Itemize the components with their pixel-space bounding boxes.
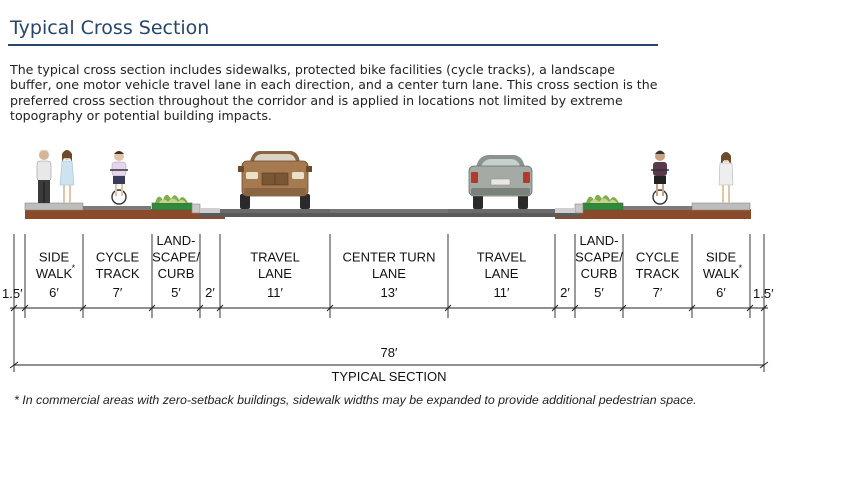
dimension-tick (21, 304, 29, 312)
sidewalk-right (691, 202, 751, 211)
segment-name-line: SIDE (706, 250, 737, 265)
total-tick-left (9, 361, 19, 369)
dimension-tick (551, 304, 559, 312)
segment-name-line: TRACK (635, 266, 679, 281)
intro-paragraph: The typical cross section includes sidew… (10, 62, 658, 124)
dimension-tick (444, 304, 452, 312)
edge-label-left: 1.5′ (2, 286, 23, 301)
segment-name-line: SCAPE/ (152, 250, 200, 265)
gutter-right (555, 208, 575, 213)
dimension-tick (196, 304, 204, 312)
cyclist-left-icon (110, 151, 128, 205)
center-turn-lane (330, 209, 448, 213)
soil-right (555, 209, 751, 219)
planter-left (151, 202, 193, 211)
segment-width-label: 11′ (267, 285, 283, 300)
asterisk-mark: * (739, 263, 743, 273)
dimension-tick (10, 304, 18, 312)
segment-name-line: CENTER TURN (343, 250, 436, 265)
segment-name-line: TRACK (95, 266, 139, 281)
total-width-value: 78′ (381, 345, 398, 360)
segment-name-line: TRAVEL (477, 250, 527, 265)
road-base (200, 213, 580, 217)
segment-width-label: 2′ (205, 285, 215, 300)
dimension-tick (79, 304, 87, 312)
segment-name-line: TRAVEL (250, 250, 300, 265)
total-section-label: TYPICAL SECTION (331, 369, 446, 384)
cycle-track-right (623, 206, 692, 210)
dimension-tick (148, 304, 156, 312)
travel-lane-right (448, 209, 555, 213)
travel-lane-left (220, 209, 330, 213)
segment-name-line: WALK (36, 266, 73, 281)
asterisk-mark: * (72, 263, 76, 273)
segment-name-line: LANE (485, 266, 519, 281)
segment-name-line: LANE (372, 266, 406, 281)
segment-name-line: CYCLE (96, 250, 140, 265)
segment-width-label: 7′ (113, 285, 123, 300)
pedestrian-woman-icon (59, 150, 75, 203)
suv-rear-icon (468, 155, 533, 209)
sidewalk-left (24, 202, 84, 211)
segment-name-line: SIDE (39, 250, 70, 265)
pickup-truck-front-icon (238, 151, 312, 209)
total-tick-right (759, 361, 769, 369)
dimension-tick (326, 304, 334, 312)
segment-width-label: 2′ (560, 285, 570, 300)
segment-width-label: 6′ (49, 285, 59, 300)
dimension-tick (216, 304, 224, 312)
footnote: * In commercial areas with zero-setback … (14, 393, 697, 407)
dimension-lines (10, 234, 768, 372)
segment-name-line: LAND- (156, 233, 195, 248)
dimension-tick (688, 304, 696, 312)
segment-width-label: 7′ (653, 285, 663, 300)
segment-name-line: LAND- (579, 233, 618, 248)
segment-labels: SIDEWALK*6′CYCLETRACK7′LAND-SCAPE/CURB5′… (36, 233, 743, 300)
curb-right (574, 203, 584, 214)
segment-name-line: CURB (158, 266, 195, 281)
title-underline (8, 44, 658, 46)
intro-text: The typical cross section includes sidew… (10, 62, 658, 124)
segment-width-label: 11′ (494, 285, 510, 300)
segment-width-label: 6′ (716, 285, 726, 300)
dimension-tick (619, 304, 627, 312)
pedestrian-right-icon (718, 152, 734, 203)
segment-name-line: CURB (581, 266, 618, 281)
cycle-track-left (83, 206, 151, 210)
pedestrian-man-icon (36, 149, 52, 203)
segment-name-line: WALK (703, 266, 740, 281)
segment-width-label: 13′ (381, 285, 398, 300)
segment-name-line: SCAPE/ (575, 250, 623, 265)
page-title: Typical Cross Section (10, 17, 210, 39)
planter-right (582, 202, 624, 211)
edge-label-right: 1.5′ (753, 286, 774, 301)
dimension-tick (760, 304, 768, 312)
segment-width-label: 5′ (171, 285, 181, 300)
planter-bush-left-icon (155, 194, 188, 203)
gutter-left (200, 208, 220, 213)
street-profile (24, 202, 751, 219)
dimension-tick (571, 304, 579, 312)
total-dimension: 78′ TYPICAL SECTION (9, 345, 769, 384)
segment-name-line: LANE (258, 266, 292, 281)
cyclist-right-icon (651, 150, 669, 205)
planter-bush-right-icon (586, 194, 619, 203)
curb-left (191, 203, 201, 214)
segment-width-label: 5′ (594, 285, 604, 300)
dimension-tick (746, 304, 754, 312)
segment-name-line: CYCLE (636, 250, 680, 265)
soil-left (25, 209, 225, 219)
